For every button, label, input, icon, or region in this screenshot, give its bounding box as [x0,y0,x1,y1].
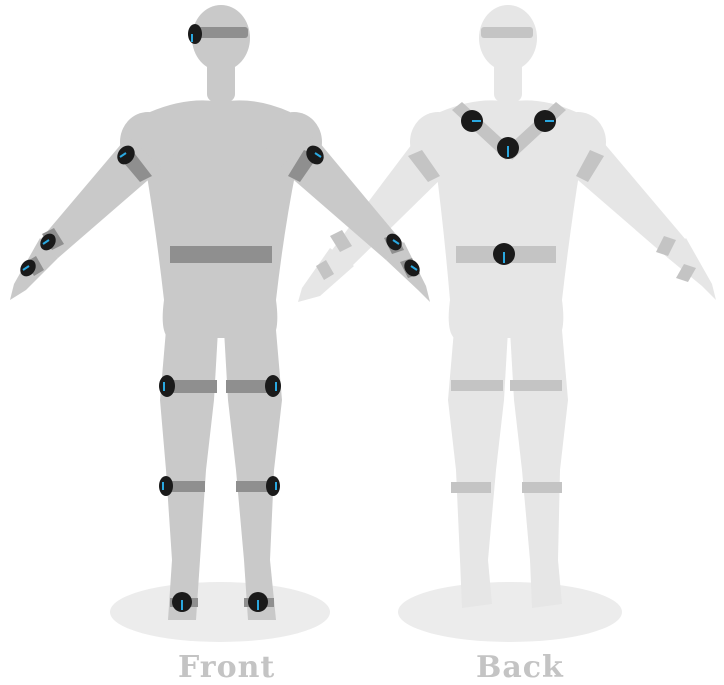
back-view-label: Back [476,650,552,685]
sensor-right-foot [172,592,192,612]
sensor-right-calf [159,476,173,496]
sensor-left-shoulder-blade [461,110,483,132]
front-floor-shadow [110,582,330,642]
front-figure [10,5,430,642]
sensor-right-thigh [159,375,175,397]
sensor-lower-back [493,243,515,265]
sensor-left-calf [266,476,280,496]
back-floor-shadow [398,582,622,642]
sensor-right-shoulder-blade [534,110,556,132]
back-body-silhouette [298,5,716,608]
back-figure [298,5,716,642]
sensor-left-thigh [265,375,281,397]
sensor-left-foot [248,592,268,612]
sensor-upper-back [497,137,519,159]
front-view-label: Front [178,650,262,685]
front-body-silhouette [10,5,430,620]
sensor-head [188,24,202,44]
